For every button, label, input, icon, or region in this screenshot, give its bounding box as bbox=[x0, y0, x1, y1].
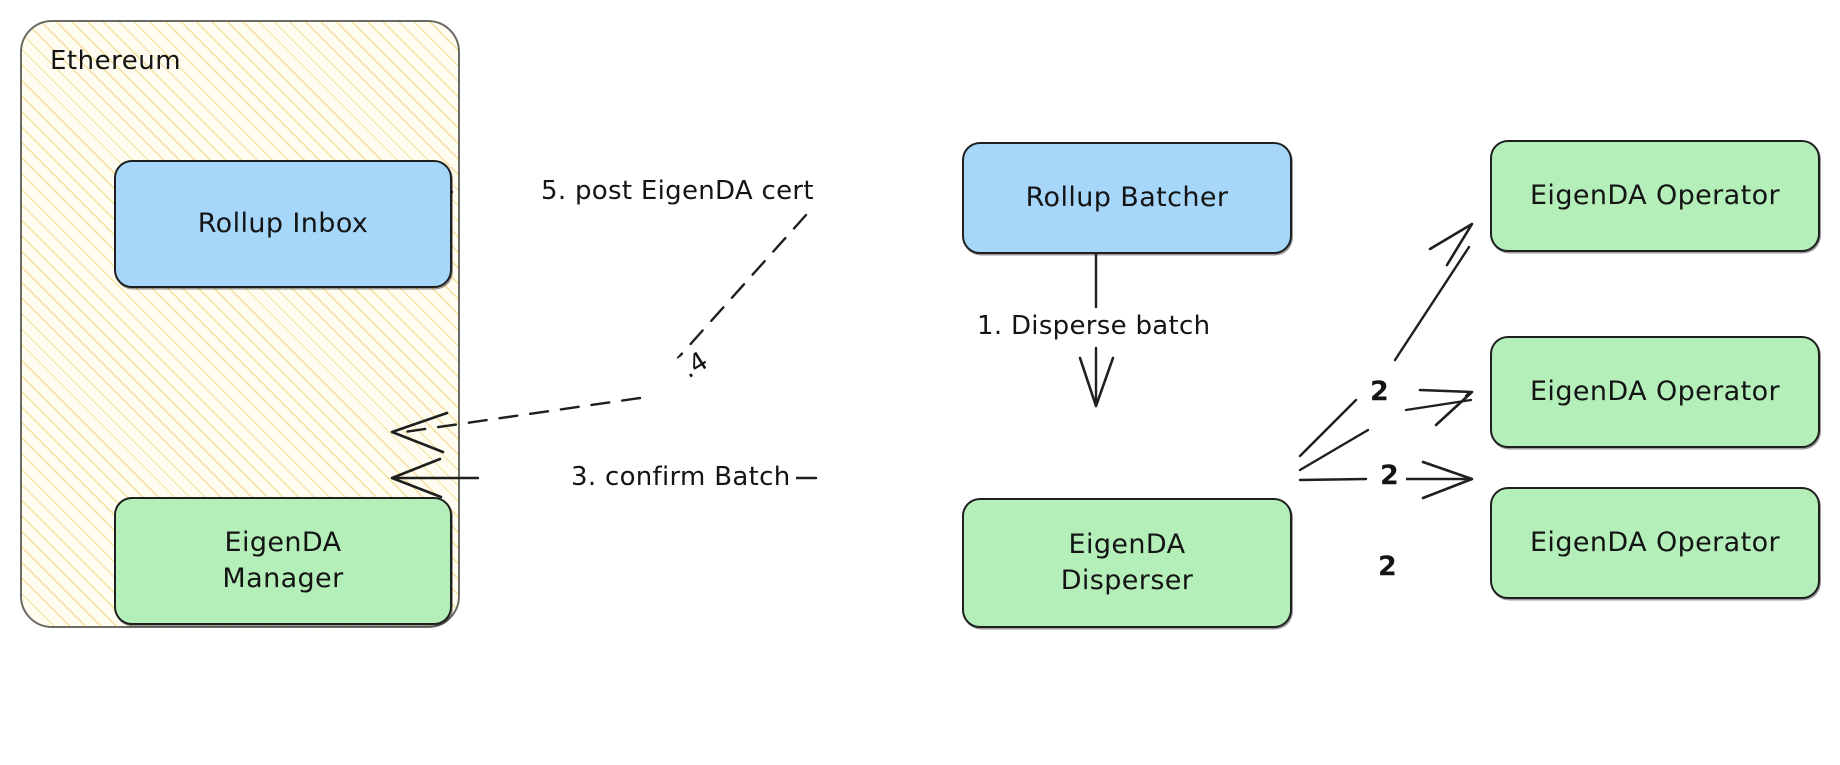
node-eigenda-operator-1[interactable]: EigenDA Operator bbox=[1490, 140, 1820, 252]
edge-step4-dashed-a bbox=[676, 213, 808, 360]
edge-store-top-arrowhead bbox=[1428, 222, 1474, 267]
node-eigenda-disperser[interactable]: EigenDA Disperser bbox=[962, 498, 1292, 628]
node-eigenda-operator-2-label: EigenDA Operator bbox=[1529, 376, 1781, 408]
edge-store-mid-a bbox=[1298, 428, 1370, 472]
edge-label-post-cert: 5. post EigenDA cert bbox=[536, 176, 819, 206]
edge-label-store-mid: 2 bbox=[1373, 460, 1407, 491]
node-eigenda-manager-label-line2: Manager bbox=[222, 563, 344, 594]
edge-label-store-bottom: 2 bbox=[1371, 551, 1405, 582]
node-eigenda-manager-label-line1: EigenDA bbox=[224, 527, 342, 559]
edge-disperse-arrowhead bbox=[1078, 356, 1115, 408]
node-eigenda-operator-1-label: EigenDA Operator bbox=[1529, 180, 1781, 212]
edge-store-top-b bbox=[1393, 245, 1471, 362]
node-rollup-inbox[interactable]: Rollup Inbox bbox=[114, 160, 452, 288]
node-eigenda-manager[interactable]: EigenDA Manager bbox=[114, 497, 452, 625]
edge-step4-dashed-b bbox=[402, 396, 642, 434]
edge-confirm-arrowhead bbox=[390, 457, 443, 499]
node-eigenda-operator-3-label: EigenDA Operator bbox=[1529, 527, 1781, 559]
cluster-ethereum-label: Ethereum bbox=[50, 46, 182, 76]
node-rollup-batcher-label: Rollup Batcher bbox=[1025, 182, 1229, 214]
edge-store-bottom-a bbox=[1298, 477, 1368, 482]
edge-label-confirm-batch: 3. confirm Batch bbox=[566, 462, 796, 492]
edge-store-mid-arrowhead bbox=[1418, 388, 1474, 427]
node-eigenda-disperser-label-line2: Disperser bbox=[1060, 565, 1194, 596]
node-eigenda-operator-3[interactable]: EigenDA Operator bbox=[1490, 487, 1820, 599]
edge-store-top-a bbox=[1298, 398, 1358, 458]
edge-store-bottom-arrowhead bbox=[1421, 460, 1474, 500]
node-eigenda-disperser-label-line1: EigenDA bbox=[1068, 529, 1186, 561]
edge-label-disperse-batch: 1. Disperse batch bbox=[972, 311, 1216, 341]
node-rollup-inbox-label: Rollup Inbox bbox=[197, 208, 369, 240]
node-eigenda-operator-2[interactable]: EigenDA Operator bbox=[1490, 336, 1820, 448]
edge-step4-arrowhead bbox=[390, 411, 449, 454]
cluster-ethereum bbox=[20, 20, 460, 628]
edge-label-store-top: 2 bbox=[1363, 376, 1397, 407]
node-rollup-batcher[interactable]: Rollup Batcher bbox=[962, 142, 1292, 254]
